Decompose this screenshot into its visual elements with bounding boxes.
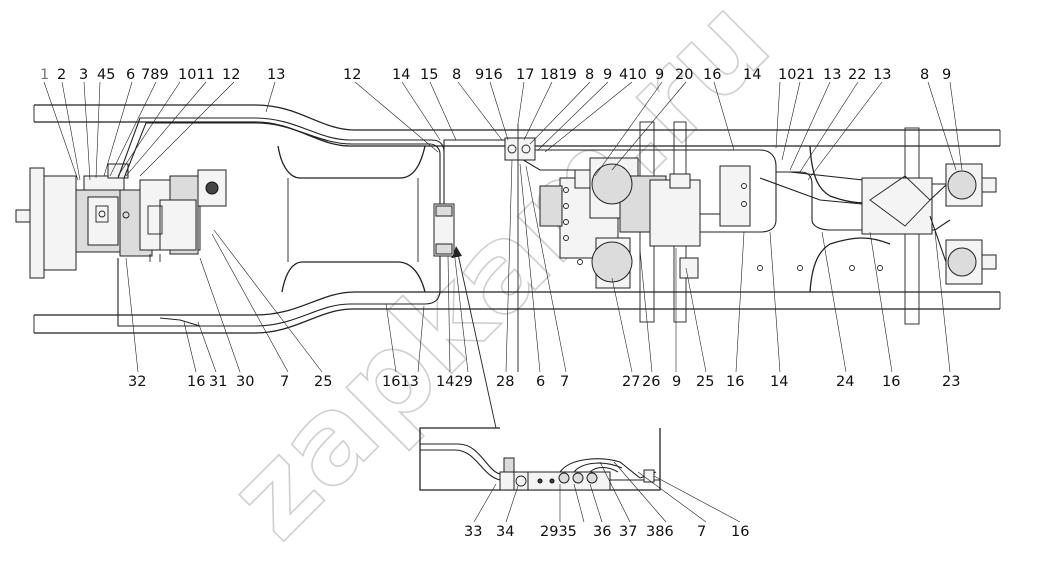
label-16: 16 — [703, 67, 721, 83]
labels-inset: 33 34 2935 36 37 386 7 16 — [464, 524, 749, 540]
label-30: 30 — [236, 374, 254, 390]
valve-block — [504, 124, 536, 372]
label-1011: 1011 — [178, 67, 215, 83]
label-1429: 1429 — [436, 374, 473, 390]
label-9d: 9 — [672, 374, 681, 390]
label-9: 9 — [603, 67, 612, 83]
label-8c: 8 — [920, 67, 929, 83]
labels-top-mid: 12 14 15 8 916 17 1819 8 9 410 9 20 16 — [343, 67, 721, 83]
label-6: 6 — [126, 67, 135, 83]
label-20: 20 — [675, 67, 693, 83]
label-2935: 2935 — [540, 524, 577, 540]
label-25b: 25 — [696, 374, 714, 390]
label-12: 12 — [222, 67, 240, 83]
label-34: 34 — [496, 524, 514, 540]
label-17: 17 — [516, 67, 534, 83]
labels-bottom: 32 16 31 30 7 25 1613 1429 28 6 7 27 26 … — [128, 374, 960, 390]
label-24: 24 — [836, 374, 854, 390]
label-6b: 6 — [536, 374, 545, 390]
label-410: 410 — [619, 67, 647, 83]
label-33: 33 — [464, 524, 482, 540]
label-1: 1 — [40, 67, 49, 83]
middle-axle — [539, 157, 751, 289]
label-3: 3 — [79, 67, 88, 83]
label-13b: 13 — [823, 67, 841, 83]
label-16b: 16 — [187, 374, 205, 390]
label-9b: 9 — [655, 67, 664, 83]
label-789: 789 — [141, 67, 169, 83]
label-13c: 13 — [873, 67, 891, 83]
label-916: 916 — [475, 67, 503, 83]
label-26: 26 — [642, 374, 660, 390]
label-37: 37 — [619, 524, 637, 540]
label-45: 45 — [97, 67, 115, 83]
label-7: 7 — [280, 374, 289, 390]
label-13: 13 — [267, 67, 285, 83]
brake-lines — [117, 117, 960, 327]
center-filter-unit — [433, 203, 455, 257]
label-16c: 16 — [726, 374, 744, 390]
detail-inset — [419, 246, 741, 523]
label-1819: 1819 — [540, 67, 577, 83]
label-14b: 14 — [743, 67, 761, 83]
label-9c: 9 — [942, 67, 951, 83]
label-16d: 16 — [882, 374, 900, 390]
label-8b: 8 — [585, 67, 594, 83]
labels-top-right: 14 1021 13 22 13 8 9 — [743, 67, 951, 83]
label-25: 25 — [314, 374, 332, 390]
label-8: 8 — [452, 67, 461, 83]
label-31: 31 — [209, 374, 227, 390]
label-27: 27 — [622, 374, 640, 390]
label-36: 36 — [593, 524, 611, 540]
label-1021: 1021 — [778, 67, 815, 83]
label-32: 32 — [128, 374, 146, 390]
rear-axle — [757, 163, 997, 285]
label-15: 15 — [420, 67, 438, 83]
label-23: 23 — [942, 374, 960, 390]
label-16e: 16 — [731, 524, 749, 540]
label-1613: 1613 — [382, 374, 419, 390]
label-7b: 7 — [560, 374, 569, 390]
label-28: 28 — [496, 374, 514, 390]
label-14c: 14 — [770, 374, 788, 390]
label-7c: 7 — [697, 524, 706, 540]
label-12b: 12 — [343, 67, 361, 83]
label-14: 14 — [392, 67, 410, 83]
engine-transmission — [15, 163, 227, 279]
label-22: 22 — [848, 67, 866, 83]
label-386: 386 — [646, 524, 674, 540]
label-2: 2 — [57, 67, 66, 83]
leader-lines — [43, 81, 963, 373]
labels-top-left: 1 2 3 45 6 789 1011 12 13 — [40, 67, 285, 83]
